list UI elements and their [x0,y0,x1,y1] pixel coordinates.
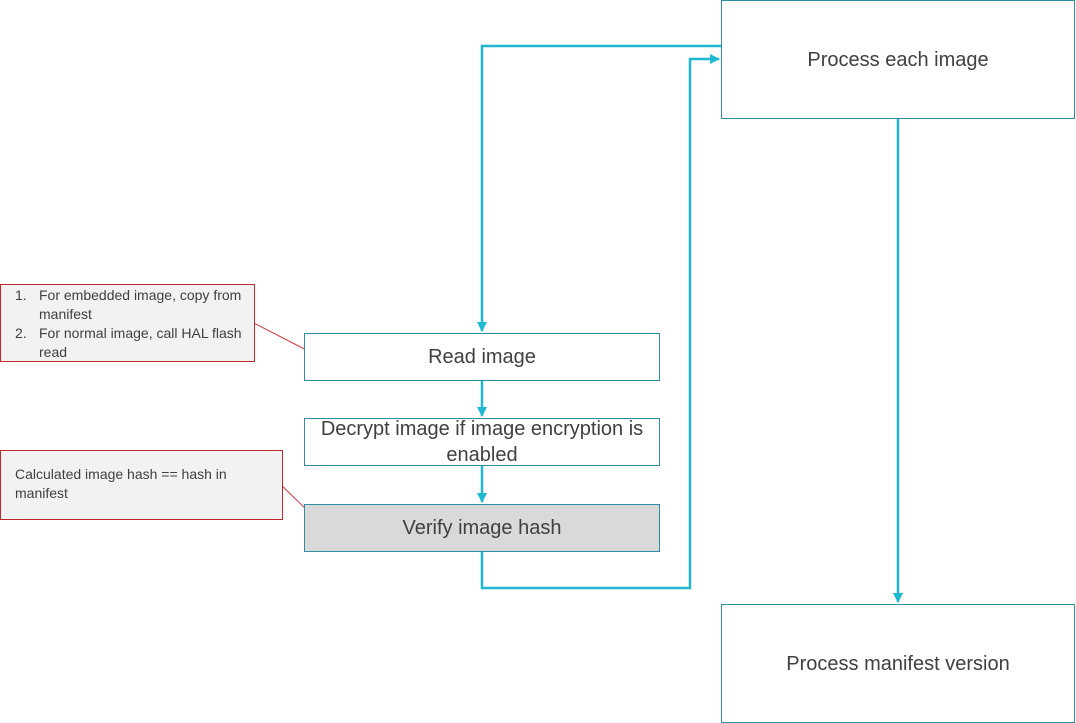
node-decrypt-image[interactable]: Decrypt image if image encryption is ena… [304,418,660,466]
node-label: Process each image [807,48,989,71]
list-text: For normal image, call HAL flash read [39,325,242,360]
note-verify-hash: Calculated image hash == hash in manifes… [0,450,283,520]
node-label: Decrypt image if image encryption is ena… [320,418,644,466]
note-list-item: 1. For embedded image, copy from manifes… [1,286,254,324]
list-number: 1. [15,287,27,303]
node-read-image[interactable]: Read image [304,333,660,381]
list-text: For embedded image, copy from manifest [39,287,242,322]
node-label: Process manifest version [786,652,1010,675]
edge-verify-to-process [480,54,720,590]
node-label: Read image [428,346,536,368]
node-label: Verify image hash [402,517,562,539]
node-process-each-image[interactable]: Process each image [721,0,1075,119]
node-verify-image-hash[interactable]: Verify image hash [304,504,660,552]
list-number: 2. [15,325,27,341]
note-text: Calculated image hash == hash in manifes… [15,466,227,501]
edge-process-to-read [477,44,721,332]
node-process-manifest-version[interactable]: Process manifest version [721,604,1075,723]
note-read-image: 1. For embedded image, copy from manifes… [0,284,255,362]
note-list-item: 2. For normal image, call HAL flash read [1,324,254,362]
